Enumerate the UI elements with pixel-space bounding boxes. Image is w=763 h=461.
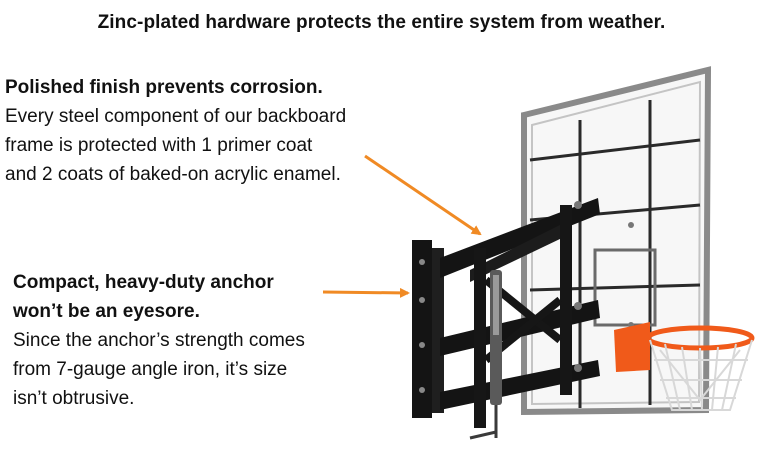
callout-finish-title: Polished finish prevents corrosion. [5, 77, 323, 98]
callout-finish: Polished finish prevents corrosion. Ever… [5, 73, 395, 189]
headline: Zinc-plated hardware protects the entire… [97, 12, 666, 33]
arrow-icon [322, 287, 410, 298]
callout-anchor-line-1: Since the anchor’s strength comes [13, 330, 305, 351]
extension-arms [440, 198, 634, 428]
callout-anchor-title-line-1: Compact, heavy-duty anchor [13, 272, 274, 293]
callout-finish-line-3: and 2 coats of baked-on acrylic enamel. [5, 164, 341, 185]
arrow-icon [364, 154, 482, 236]
callout-finish-line-1: Every steel component of our backboard [5, 106, 347, 127]
basketball-hoop-icon [614, 322, 755, 411]
callout-anchor-title-line-2: won’t be an eyesore. [13, 301, 200, 322]
callout-finish-line-2: frame is protected with 1 primer coat [5, 135, 313, 156]
callout-anchor-line-2: from 7-gauge angle iron, it’s size [13, 359, 288, 380]
callout-anchor-line-3: isn’t obtrusive. [13, 388, 135, 409]
callout-anchor: Compact, heavy-duty anchor won’t be an e… [13, 268, 343, 413]
wall-anchor [412, 240, 444, 418]
net [649, 339, 753, 411]
shooter-square [593, 248, 657, 327]
height-adjuster [469, 270, 502, 440]
rim-bracket [614, 322, 650, 372]
